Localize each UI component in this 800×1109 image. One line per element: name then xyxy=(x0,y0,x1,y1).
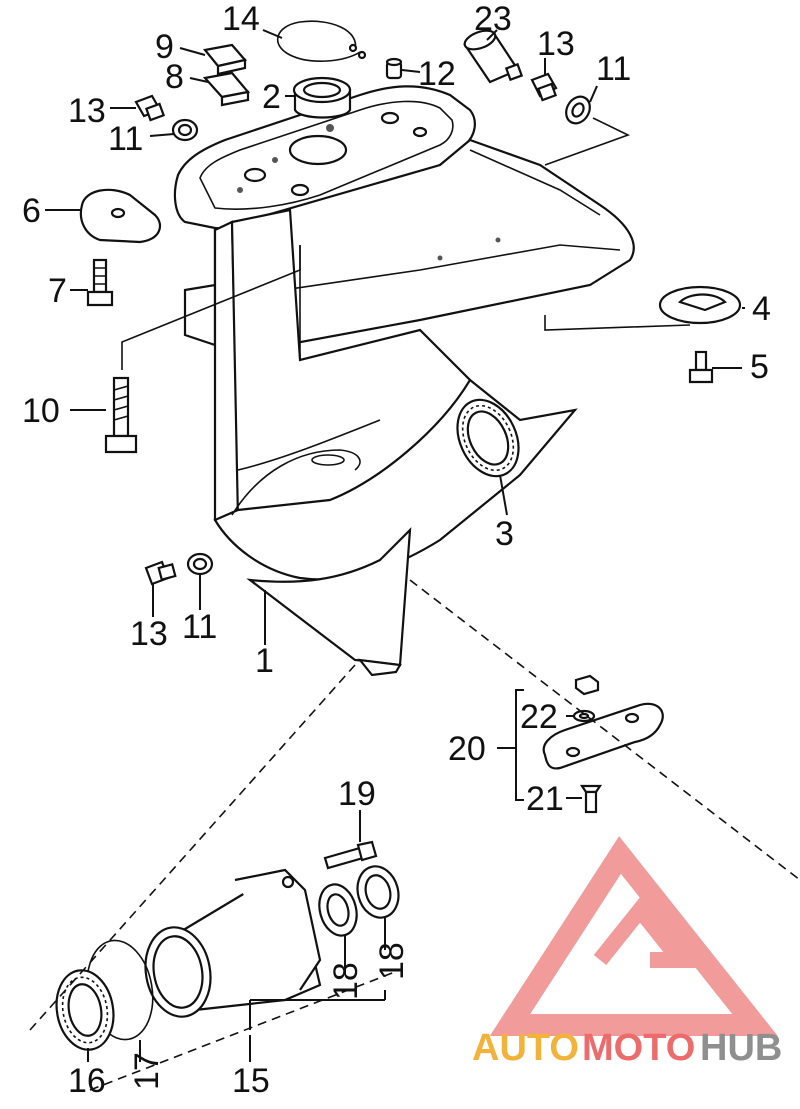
seal-part-18-outer xyxy=(356,865,400,919)
bearing-part-3 xyxy=(456,398,520,478)
label-8: 8 xyxy=(165,58,184,96)
watermark-auto: AUTO xyxy=(472,1027,579,1069)
label-11-lower: 11 xyxy=(182,608,217,646)
label-17: 17 xyxy=(128,1052,166,1090)
label-12: 12 xyxy=(418,55,456,93)
label-9: 9 xyxy=(155,28,174,66)
label-11-top-left: 11 xyxy=(108,120,143,158)
gearcase-housing xyxy=(173,85,635,677)
label-6: 6 xyxy=(22,192,41,230)
seal-part-18-inner xyxy=(318,883,358,937)
screw-part-13-top-right xyxy=(530,72,558,102)
label-4: 4 xyxy=(752,290,771,328)
label-7: 7 xyxy=(48,272,67,310)
label-10: 10 xyxy=(22,392,60,430)
label-22: 22 xyxy=(520,698,558,736)
label-3: 3 xyxy=(495,515,514,553)
intake-part-4 xyxy=(658,285,742,325)
label-19: 19 xyxy=(338,775,376,813)
label-13-top-left: 13 xyxy=(68,92,106,130)
nut-part-22 xyxy=(572,674,600,723)
label-20: 20 xyxy=(448,730,486,768)
label-18-right: 18 xyxy=(373,942,411,980)
key-part-8 xyxy=(202,71,251,107)
circlip-part-14 xyxy=(276,20,367,62)
screw-part-13-top-left xyxy=(134,94,166,122)
screw-part-13-lower xyxy=(144,560,177,586)
bolt-part-19 xyxy=(323,840,378,870)
label-16: 16 xyxy=(68,1062,106,1100)
watermark-hub: HUB xyxy=(700,1027,782,1069)
anode-part-23 xyxy=(463,29,524,84)
label-2: 2 xyxy=(262,78,281,116)
bearing-part-16 xyxy=(55,969,115,1051)
screw-part-21 xyxy=(579,784,603,814)
key-part-9 xyxy=(202,43,248,76)
washer-part-11-lower xyxy=(186,552,214,576)
dowel-part-12 xyxy=(385,57,403,80)
automotohub-watermark: AUTO MOTO HUB xyxy=(472,1027,782,1069)
leader-lines xyxy=(45,29,745,1062)
bearing-housing-part-15 xyxy=(144,868,322,1018)
watermark-moto: MOTO xyxy=(582,1027,695,1069)
label-13-lower: 13 xyxy=(130,615,168,653)
washer-part-11-top-right xyxy=(565,95,591,125)
label-5: 5 xyxy=(750,348,769,386)
washer-part-11-top-left xyxy=(171,118,199,142)
label-21: 21 xyxy=(526,780,564,818)
label-11-top-right: 11 xyxy=(596,50,631,88)
label-18-left: 18 xyxy=(327,962,365,1000)
bolt-part-7 xyxy=(86,258,114,307)
automotohub-logo xyxy=(489,836,778,1036)
label-13-top-right: 13 xyxy=(537,25,575,63)
part-labels: 14 9 8 2 12 23 13 11 13 11 6 7 10 4 5 3 … xyxy=(22,0,771,1100)
label-15: 15 xyxy=(232,1062,270,1100)
plate-part-20 xyxy=(542,702,664,770)
bolt-part-10 xyxy=(104,376,138,454)
assembly-guide-lines xyxy=(29,579,800,1091)
cover-plate-part-6 xyxy=(79,188,162,244)
screw-part-5 xyxy=(688,350,714,384)
label-14: 14 xyxy=(222,0,260,38)
needle-bearing-part-2 xyxy=(292,76,352,119)
label-1: 1 xyxy=(255,642,274,680)
label-23: 23 xyxy=(474,0,512,38)
